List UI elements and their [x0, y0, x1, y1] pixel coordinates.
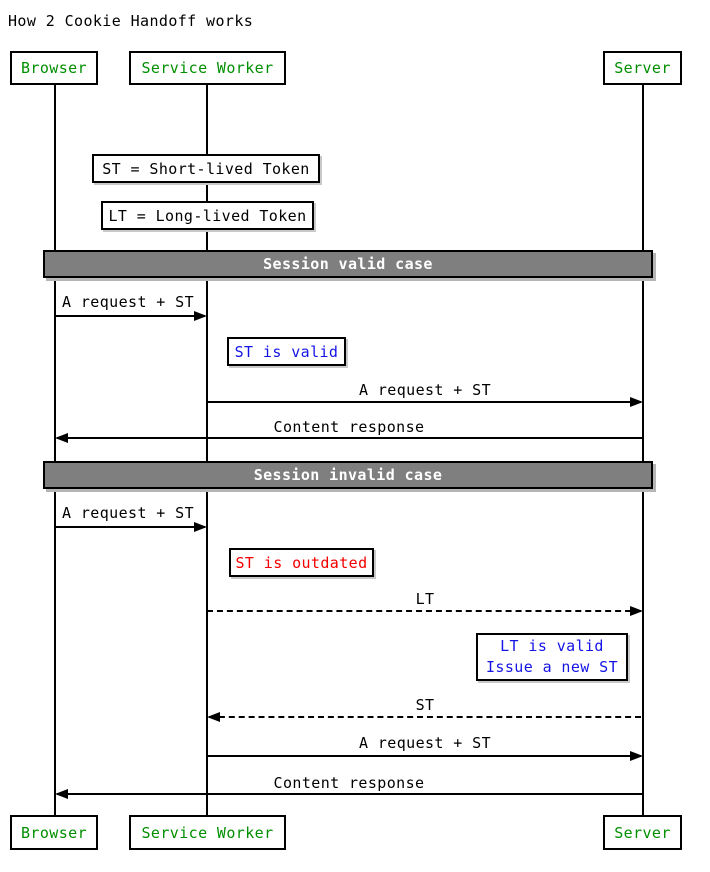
- message-line-dashed: [209, 716, 641, 718]
- actor-service-worker-bottom: Service Worker: [129, 815, 286, 850]
- message-line-solid: [57, 793, 643, 795]
- actor-label: Server: [614, 823, 671, 842]
- message-label: A request + ST: [62, 504, 195, 522]
- arrowhead-right-icon: [194, 522, 207, 532]
- actor-label: Server: [614, 59, 671, 77]
- divider-session-invalid: Session invalid case: [43, 461, 653, 489]
- message-line-solid: [55, 315, 205, 317]
- divider-session-valid: Session valid case: [43, 250, 653, 278]
- actor-browser-bottom: Browser: [10, 815, 98, 850]
- service-worker-lifeline: [206, 85, 208, 815]
- divider-label: Session valid case: [263, 255, 433, 273]
- browser-lifeline: [54, 85, 56, 815]
- note-text-line1: LT is valid: [500, 637, 604, 655]
- note-lt-definition: LT = Long-lived Token: [101, 201, 314, 230]
- note-st-valid: ST is valid: [227, 337, 346, 366]
- arrowhead-left-icon: [55, 433, 68, 443]
- actor-service-worker-top: Service Worker: [129, 51, 286, 85]
- message-label: A request + ST: [358, 381, 492, 399]
- message-line-solid: [57, 437, 643, 439]
- arrowhead-left-icon: [55, 789, 68, 799]
- note-text: ST is valid: [234, 342, 339, 361]
- arrowhead-right-icon: [630, 606, 643, 616]
- actor-label: Browser: [20, 59, 87, 77]
- arrowhead-right-icon: [630, 751, 643, 761]
- divider-label: Session invalid case: [253, 466, 443, 484]
- actor-browser-top: Browser: [10, 51, 98, 85]
- message-label: LT: [415, 590, 435, 608]
- note-text: ST is outdated: [235, 553, 368, 572]
- actor-server-top: Server: [603, 51, 682, 85]
- diagram-title: How 2 Cookie Handoff works: [8, 12, 254, 30]
- actor-label: Service Worker: [141, 823, 274, 842]
- note-st-definition: ST = Short-lived Token: [92, 154, 320, 183]
- note-text-line2: Issue a new ST: [485, 658, 619, 676]
- arrowhead-right-icon: [630, 397, 643, 407]
- note-st-outdated: ST is outdated: [229, 548, 374, 577]
- message-line-solid: [55, 526, 205, 528]
- server-lifeline: [642, 85, 644, 815]
- arrowhead-left-icon: [207, 712, 220, 722]
- actor-label: Service Worker: [141, 59, 274, 77]
- message-line-solid: [207, 401, 641, 403]
- note-text: ST = Short-lived Token: [102, 159, 310, 178]
- message-label: A request + ST: [358, 734, 492, 752]
- message-label: Content response: [273, 418, 425, 436]
- note-lt-valid: LT is valid Issue a new ST: [476, 633, 628, 681]
- message-line-solid: [207, 755, 641, 757]
- message-line-dashed: [207, 610, 641, 612]
- message-label: ST: [415, 696, 435, 714]
- actor-label: Browser: [20, 823, 87, 842]
- arrowhead-right-icon: [194, 311, 207, 321]
- actor-server-bottom: Server: [603, 815, 682, 850]
- message-label: A request + ST: [62, 293, 195, 311]
- note-text: LT = Long-lived Token: [108, 206, 307, 225]
- message-label: Content response: [273, 774, 425, 792]
